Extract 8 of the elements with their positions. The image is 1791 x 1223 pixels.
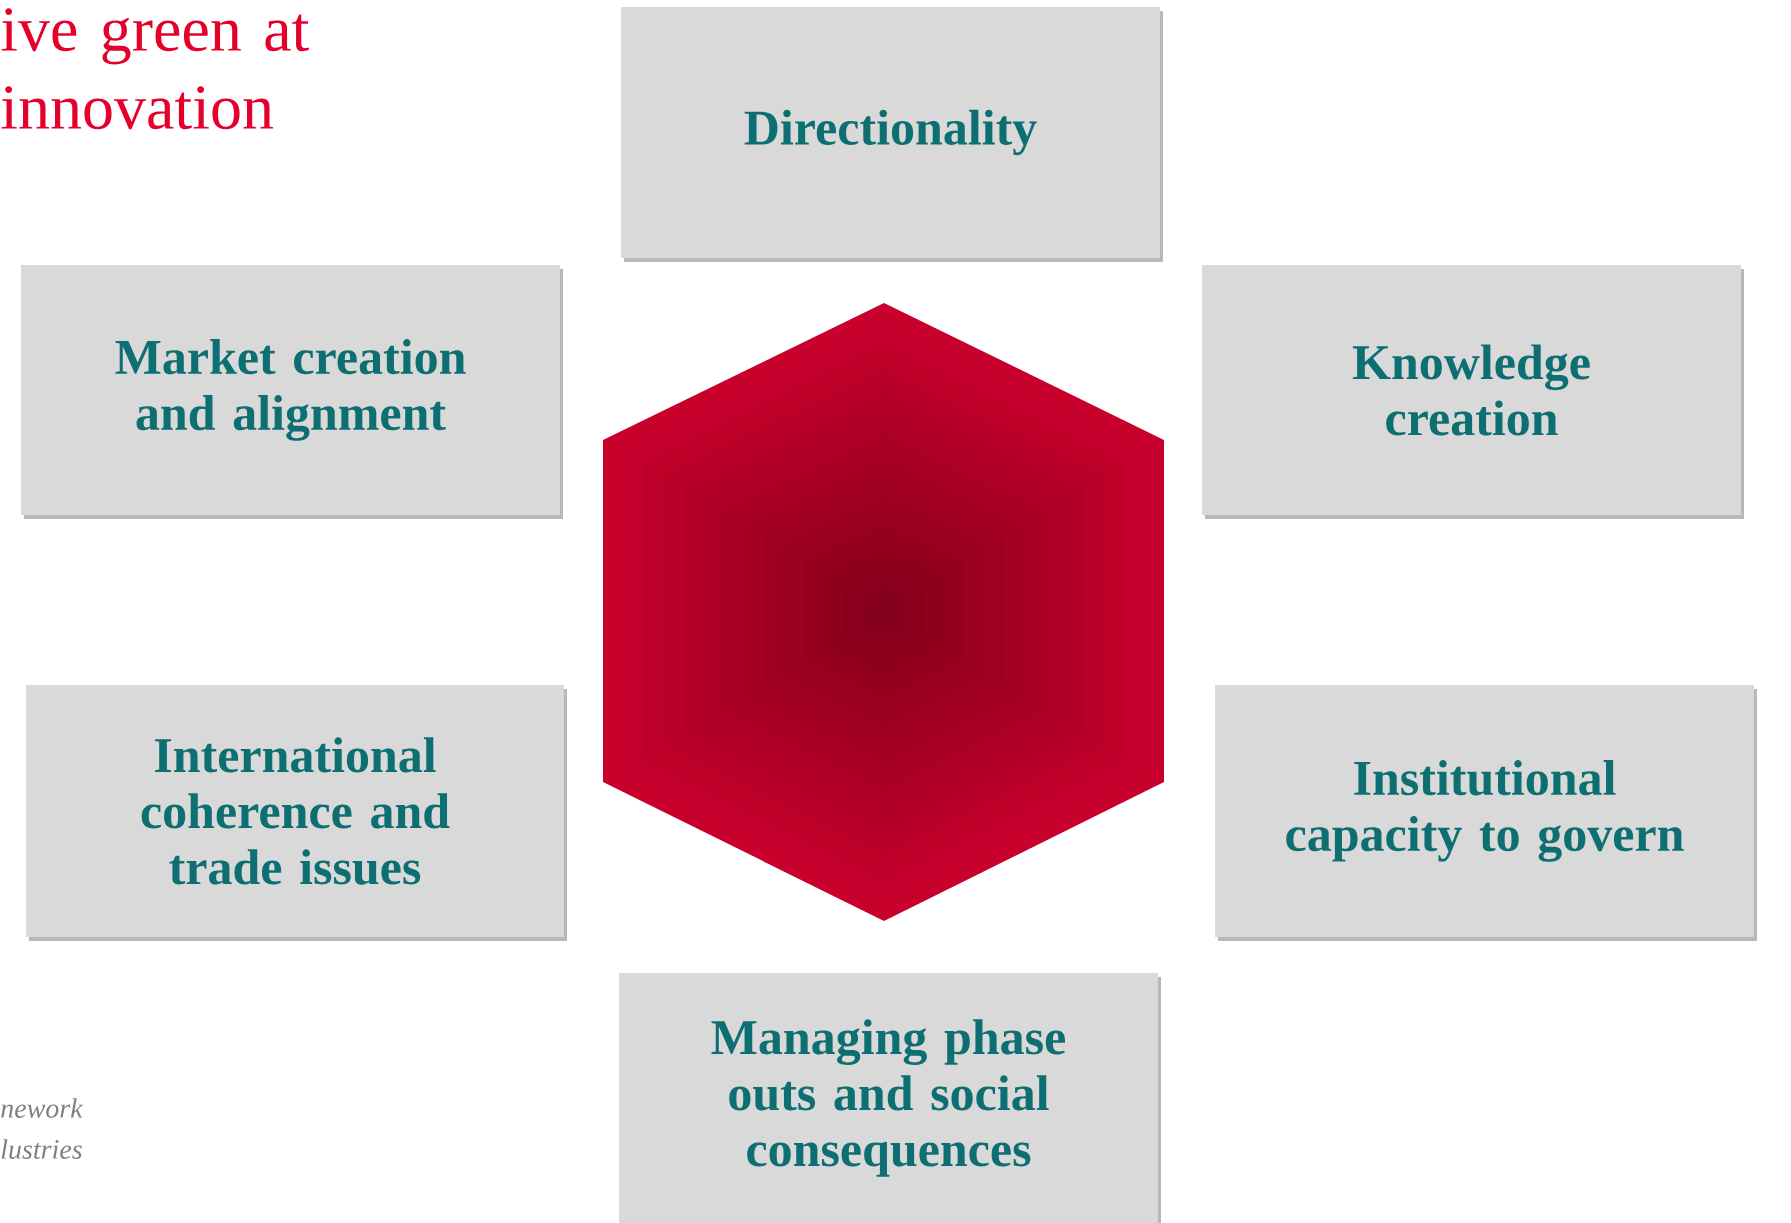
title: ive green at innovation [1,8,309,130]
concept-box: Knowledge creation [1202,265,1744,519]
concept-box: Directionality [621,7,1163,262]
concept-box: International coherence and trade issues [26,685,567,941]
caption: nework lustries [1,1098,84,1159]
concept-box: Institutional capacity to govern [1215,685,1757,941]
concept-box: Managing phase outs and social consequences [619,973,1161,1223]
concept-box: Market creation and alignment [21,265,563,519]
